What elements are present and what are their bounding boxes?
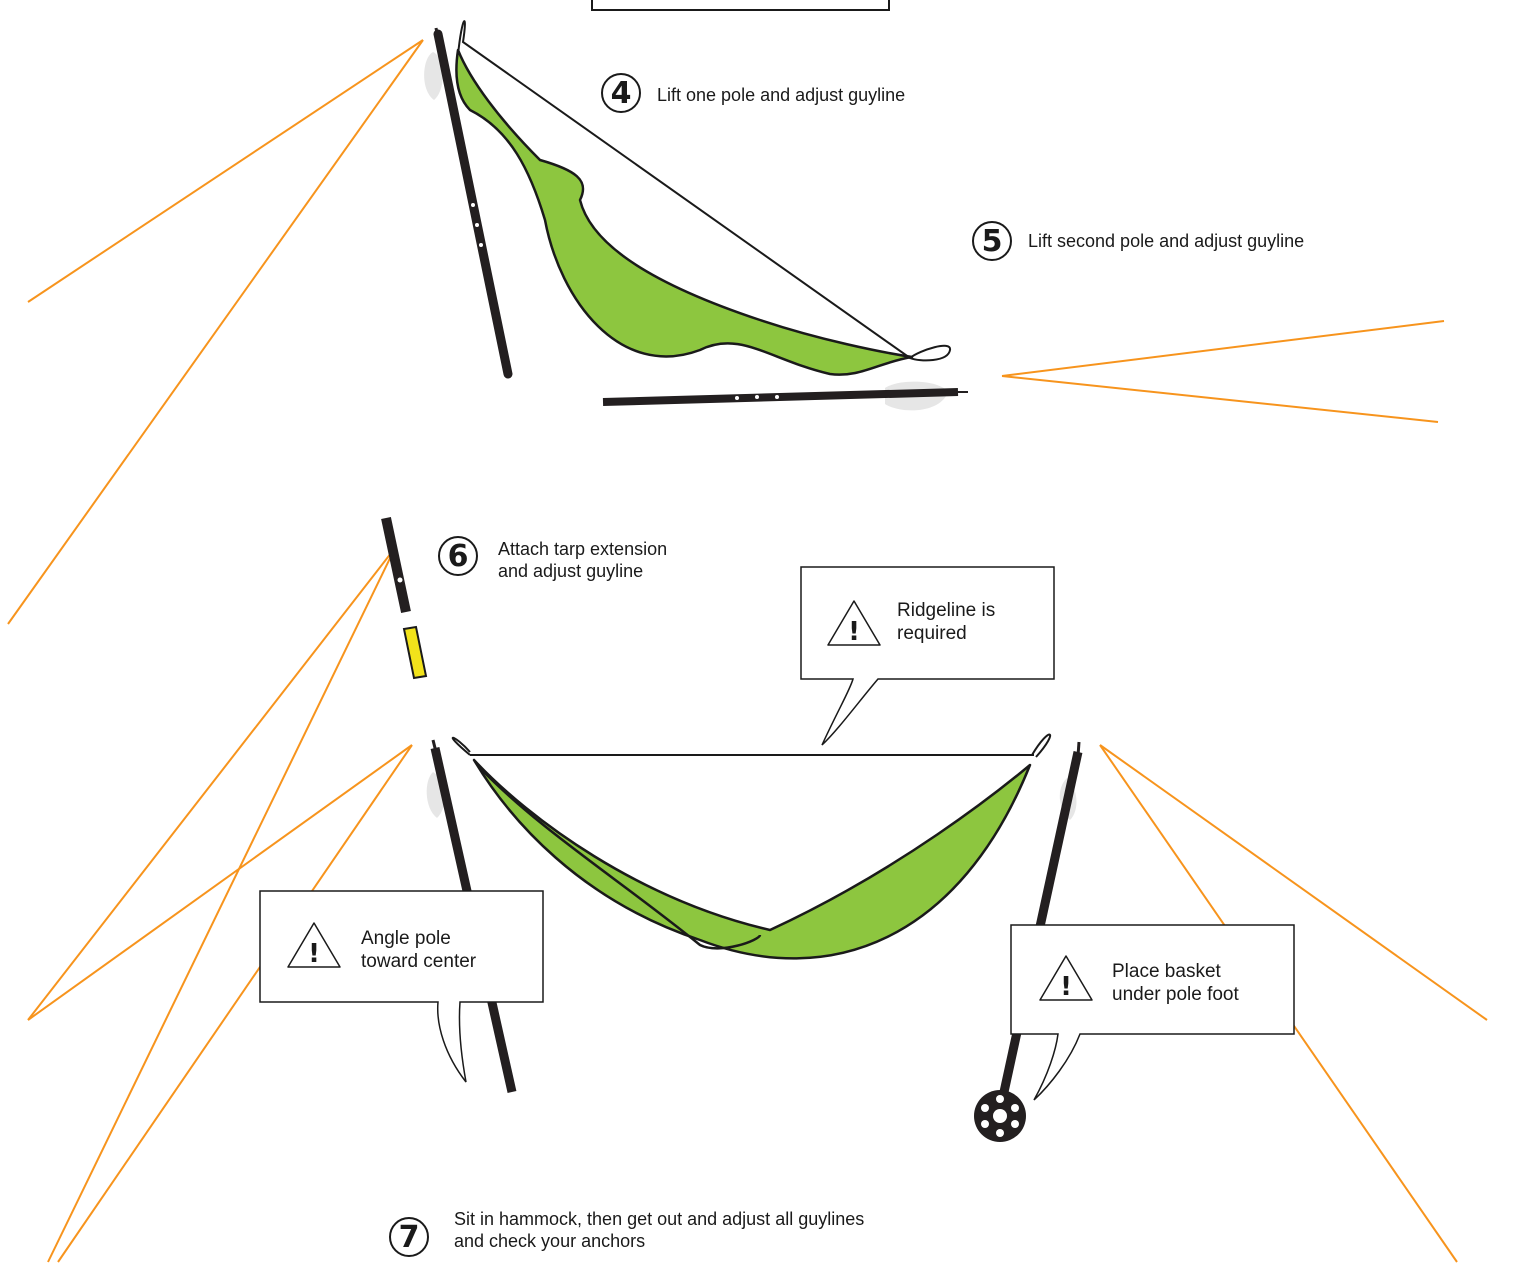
step-number: 5 <box>972 221 1012 261</box>
step-number: 6 <box>438 536 478 576</box>
callout-ridgeline: ! <box>800 566 1055 746</box>
lower-tarp <box>451 733 1052 960</box>
upper-guylines <box>7 39 1445 625</box>
step-7: 7 Sit in hammock, then get out and adjus… <box>389 1209 864 1257</box>
step-4: 4 Lift one pole and adjust guyline <box>601 73 905 113</box>
callout-angle-pole: ! <box>259 890 544 1083</box>
lower-guylines <box>27 547 1488 1263</box>
tarp-extension <box>381 516 428 680</box>
step-label: Lift one pole and adjust guyline <box>657 85 906 105</box>
step-6: 6 Attach tarp extension and adjust guyli… <box>438 536 667 582</box>
callout-basket-text: Place basket under pole foot <box>1112 961 1239 1005</box>
upper-tarp <box>455 20 951 376</box>
step-number: 4 <box>601 73 641 113</box>
warning-mark: ! <box>308 939 320 969</box>
callout-ridgeline-text: Ridgeline is required <box>897 600 996 644</box>
warning-mark: ! <box>848 617 860 647</box>
upper-left-pole <box>424 27 513 379</box>
callout-basket: ! <box>1010 924 1295 1101</box>
step-5: 5 Lift second pole and adjust guyline <box>972 221 1304 261</box>
step-label: Sit in hammock, then get out and adjust … <box>454 1209 865 1251</box>
top-box-fragment <box>591 0 890 11</box>
step-label: Attach tarp extension and adjust guyline <box>498 539 668 581</box>
lower-right-pole <box>999 741 1083 1093</box>
warning-mark: ! <box>1060 972 1072 1002</box>
step-label: Lift second pole and adjust guyline <box>1028 231 1305 251</box>
callout-angle-pole-text: Angle pole toward center <box>361 928 477 972</box>
lying-pole <box>602 381 968 411</box>
pole-basket-icon <box>974 1090 1026 1142</box>
step-number: 7 <box>389 1217 429 1257</box>
